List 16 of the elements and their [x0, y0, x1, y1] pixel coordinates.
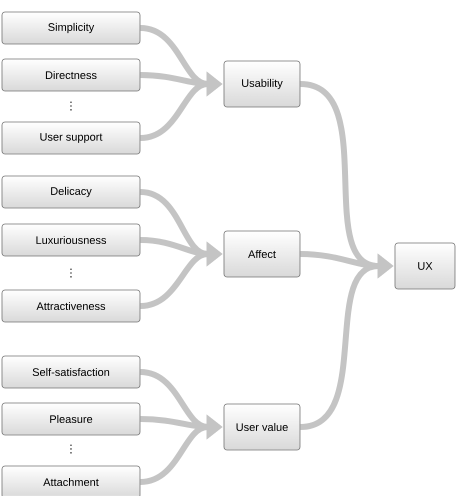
- factor-box: Attachment: [2, 466, 140, 496]
- factor-box: Attractiveness: [2, 290, 140, 322]
- factor-box: Luxuriousness: [2, 224, 140, 256]
- category-box: Affect: [224, 230, 300, 278]
- factor-box: Delicacy: [2, 176, 140, 208]
- ellipsis-mark: ⋮: [70, 268, 72, 278]
- category-box: Usability: [224, 60, 300, 108]
- category-box: User value: [224, 404, 300, 450]
- factor-box: Self-satisfaction: [2, 356, 140, 388]
- ux-box: UX: [394, 242, 456, 290]
- factor-box: User support: [2, 122, 140, 154]
- ellipsis-mark: ⋮: [70, 444, 72, 454]
- factor-box: Directness: [2, 58, 140, 92]
- factor-box: Simplicity: [2, 12, 140, 44]
- ellipsis-mark: ⋮: [70, 102, 72, 110]
- factor-box: Pleasure: [2, 402, 140, 436]
